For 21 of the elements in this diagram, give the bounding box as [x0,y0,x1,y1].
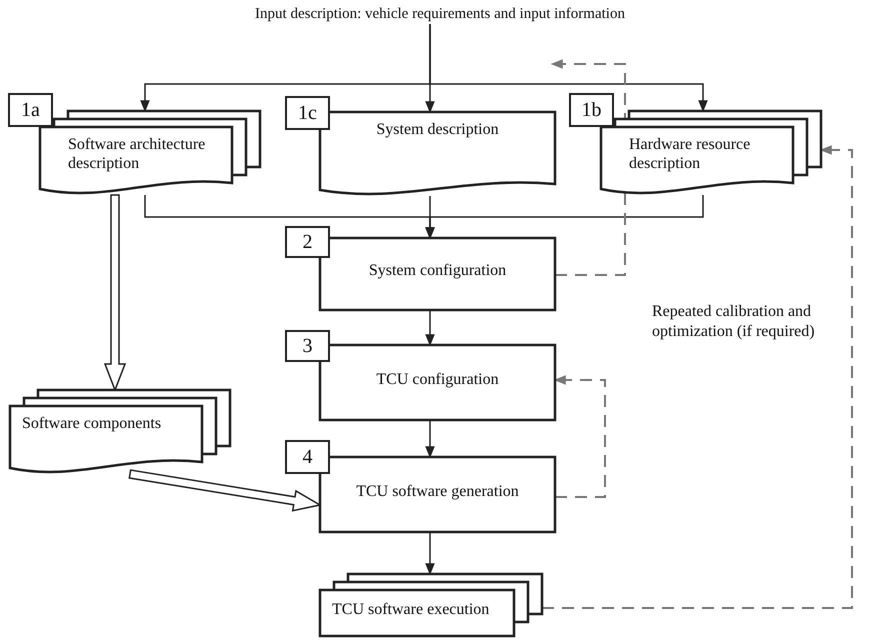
step-tag: 1c [285,96,330,130]
dashed-arrow [542,145,853,609]
note: Repeated calibration and optimization (if required) [652,302,816,342]
arrow [425,195,704,240]
step-tag: 1a [8,93,53,127]
arrow [425,310,435,346]
arrow [429,24,708,112]
node-label: System description [376,120,499,140]
node-label: TCU software generation [356,482,519,502]
step-tag: 1b [569,93,614,127]
node-label: Software components [22,414,162,434]
node-label: TCU software execution [332,600,490,620]
node-label: Hardware resource description [629,135,752,174]
step-tag: 4 [285,440,330,474]
step-tag: 2 [285,226,330,258]
arrow [425,420,435,458]
node-label: TCU configuration [376,370,499,390]
arrow [425,532,435,576]
node-label: System configuration [368,261,506,281]
node-label: Software architecture description [68,135,206,174]
step-tag: 3 [285,330,330,362]
